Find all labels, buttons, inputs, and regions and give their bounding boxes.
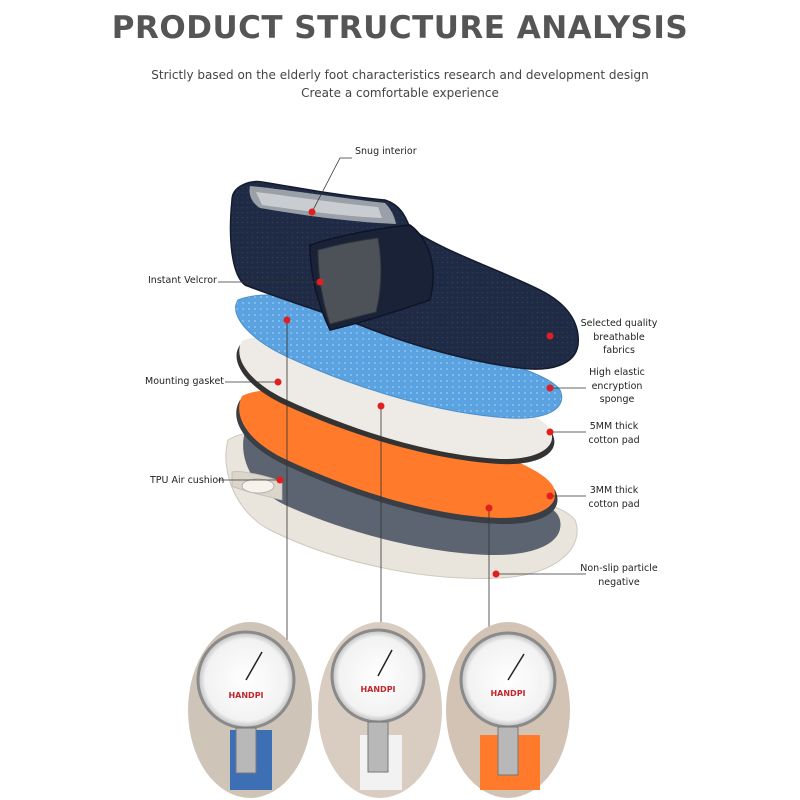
marker-dots: [274, 208, 554, 578]
gauge-brand: HANDPI: [228, 691, 263, 700]
gauge-photo-1: HANDPI: [188, 622, 312, 798]
marker-dot: [546, 492, 554, 500]
label-mounting-gasket: Mounting gasket: [145, 376, 225, 387]
marker-dot: [377, 402, 385, 410]
marker-dot: [485, 504, 493, 512]
label-snug-interior: Snug interior: [355, 146, 417, 157]
subtitle-line-1: Strictly based on the elderly foot chara…: [151, 68, 649, 82]
orange-pad-layer: [236, 390, 558, 525]
marker-dot: [546, 428, 554, 436]
gauge-photo-2: HANDPI: [318, 622, 442, 798]
marker-dot: [283, 316, 291, 324]
marker-dot: [276, 476, 284, 484]
gauge-brand: HANDPI: [490, 689, 525, 698]
callout-lines: [218, 157, 586, 660]
marker-dot: [308, 208, 316, 216]
subtitle-line-2: Create a comfortable experience: [301, 86, 499, 100]
label-tpu-air-cushion: TPU Air cushion: [150, 475, 225, 486]
shoe-upper: [229, 180, 579, 370]
marker-dot: [274, 378, 282, 386]
label-instant-velcro: Instant Velcror: [148, 275, 217, 286]
gauge-photo-3: HANDPI: [446, 622, 570, 798]
marker-dot: [546, 332, 554, 340]
gauge-brand: HANDPI: [360, 685, 395, 694]
page-title: PRODUCT STRUCTURE ANALYSIS: [111, 10, 689, 46]
marker-dot: [492, 570, 500, 578]
marker-dot: [316, 278, 324, 286]
marker-dot: [546, 384, 554, 392]
